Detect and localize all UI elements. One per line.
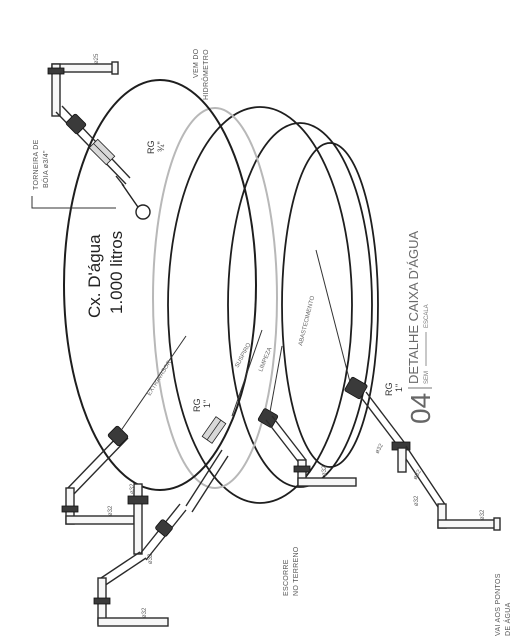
drain-diag-c — [97, 551, 141, 581]
rg-mid-label: RG 1" — [192, 399, 212, 413]
suspiro-leader — [231, 329, 263, 417]
pipe-size-left-b: ø32 — [130, 483, 136, 494]
inlet-union-fitting — [65, 113, 87, 135]
pipe-size-right-e: ø32 — [480, 509, 486, 520]
float-ball — [135, 204, 151, 220]
supply-horizontal — [437, 519, 499, 529]
supply-diag-b — [365, 391, 405, 443]
overflow-diag-a — [65, 431, 123, 491]
limpeza-leader — [269, 345, 283, 413]
detail-title: DETALHE CAIXA D'ÁGUA — [406, 230, 421, 384]
cleaning-piping — [257, 345, 357, 487]
tank-capacity: 1.000 litros — [107, 231, 126, 314]
inlet-piping — [31, 61, 151, 220]
inlet-pipe-cap — [111, 61, 119, 75]
tank-label: Cx. D'água 1.000 litros — [85, 231, 126, 318]
supply-end-cap — [493, 517, 501, 531]
drain-to-tank-b — [191, 455, 229, 513]
escorre-text: ESCORRE — [283, 559, 290, 596]
overflow-diag-b — [71, 437, 129, 497]
de-agua-text: DE ÁGUA — [503, 602, 512, 636]
extravasor-leader — [119, 335, 187, 433]
abastecimento-label: ABASTECIMENTO — [298, 295, 316, 346]
float-valve-arm — [121, 183, 141, 211]
rg-top-size-text: ¾" — [156, 141, 166, 152]
supply-union — [344, 376, 368, 400]
scale-sub-left: SEM — [424, 371, 430, 384]
drain-elbow — [93, 597, 111, 605]
inlet-elbow — [47, 67, 65, 75]
vem-do-hidrometro-label: VEM DO HIDRÔMETRO — [193, 48, 210, 100]
vai-aos-text: VAI AOS PONTOS — [495, 573, 502, 636]
title-block: 04 DETALHE CAIXA D'ÁGUA SEM ESCALA — [405, 230, 436, 424]
detail-number: 04 — [405, 393, 436, 424]
rg-top-text: RG — [146, 141, 156, 155]
tank-lid-rim — [63, 79, 257, 491]
overflow-union-fitting — [107, 425, 129, 447]
drain-piping — [93, 329, 263, 627]
pipe-size-right-c: ø32 — [413, 468, 424, 481]
cleaning-diag-a — [265, 419, 301, 465]
rg-right-size-text: 1" — [394, 384, 404, 392]
scale-sub-right: ESCALA — [424, 304, 430, 328]
pipe-size-right-d: ø32 — [414, 495, 420, 506]
tank-ring-back-2 — [281, 142, 379, 468]
rg-top-label: RG ¾" — [146, 141, 166, 155]
tank-name: Cx. D'água — [85, 234, 104, 318]
rg-right-text: RG — [384, 383, 394, 397]
pipe-size-right-a: ø32 — [322, 465, 328, 476]
tank-ring-back-1 — [227, 122, 373, 488]
rg-mid-size-text: 1" — [202, 400, 212, 408]
no-terreno-text: NO TERRENO — [293, 546, 300, 596]
escorre-label: ESCORRE NO TERRENO — [283, 546, 300, 596]
overflow-elbow — [61, 505, 79, 513]
inlet-pipe-riser — [51, 63, 61, 117]
torneira-leader — [31, 196, 116, 209]
supply-branch — [397, 447, 407, 473]
rg-mid-text: RG — [192, 399, 202, 413]
torneira-text: TORNEIRA DE — [33, 139, 40, 190]
cleaning-diag-b — [271, 415, 307, 461]
cleaning-elbow — [293, 465, 311, 473]
abastecimento-leader — [315, 249, 351, 383]
limpeza-label: LIMPEZA — [258, 347, 273, 373]
cleaning-horizontal — [297, 477, 357, 487]
pipe-size-left-d: ø32 — [142, 607, 148, 618]
supply-diag-a — [359, 395, 399, 447]
pipe-size-left-a: ø32 — [108, 505, 114, 516]
gate-valve-middle-fitting — [201, 416, 227, 444]
cleaning-union — [257, 408, 279, 428]
vem-do-text: VEM DO — [193, 48, 200, 78]
overflow-horizontal — [65, 515, 135, 525]
overflow-tee — [127, 495, 149, 505]
pipe-size-top: ø25 — [94, 53, 100, 64]
drain-horizontal — [97, 617, 169, 627]
supply-diag-d — [405, 445, 447, 507]
torneira-label: TORNEIRA DE BÓIA ø3/4" — [33, 139, 50, 190]
drain-diag-d — [103, 557, 147, 587]
overflow-piping — [61, 335, 187, 555]
supply-piping — [315, 249, 501, 531]
pipe-size-left-c: ø32 — [148, 553, 154, 564]
tank-ring-inner-gray — [152, 107, 278, 489]
tank-ring-middle — [167, 106, 353, 504]
boia-text: BÓIA ø3/4" — [41, 150, 50, 188]
pipe-size-right-b: ø32 — [375, 442, 386, 455]
hidrometro-text: HIDRÔMETRO — [201, 49, 210, 100]
drain-union — [155, 519, 173, 537]
rg-right-label: RG 1" — [384, 383, 404, 397]
drain-to-tank-a — [185, 449, 223, 507]
vai-aos-label: VAI AOS PONTOS DE ÁGUA — [495, 573, 512, 636]
tank-body — [63, 79, 379, 504]
gate-valve-top-fitting — [88, 138, 116, 166]
